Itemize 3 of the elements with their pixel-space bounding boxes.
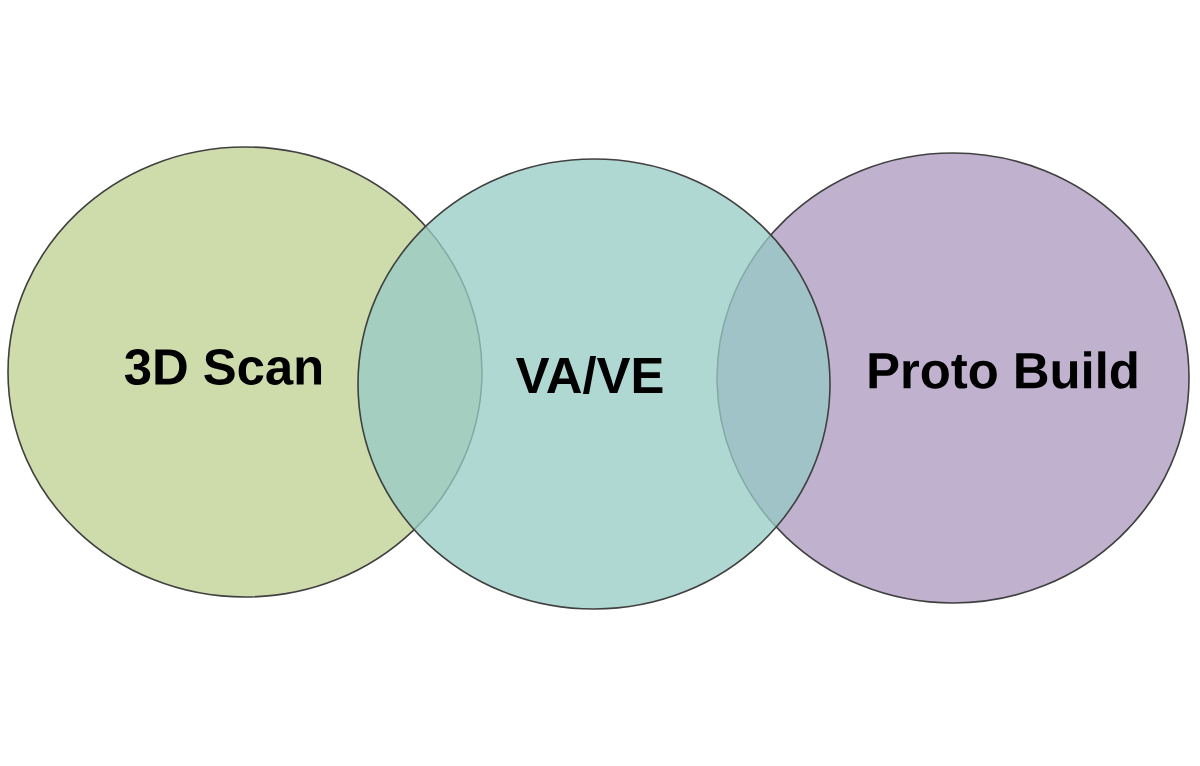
circle-label: Proto Build xyxy=(869,351,1137,389)
circle-label: 3D Scan xyxy=(124,348,322,385)
circle-label: VA/VE xyxy=(516,356,663,394)
